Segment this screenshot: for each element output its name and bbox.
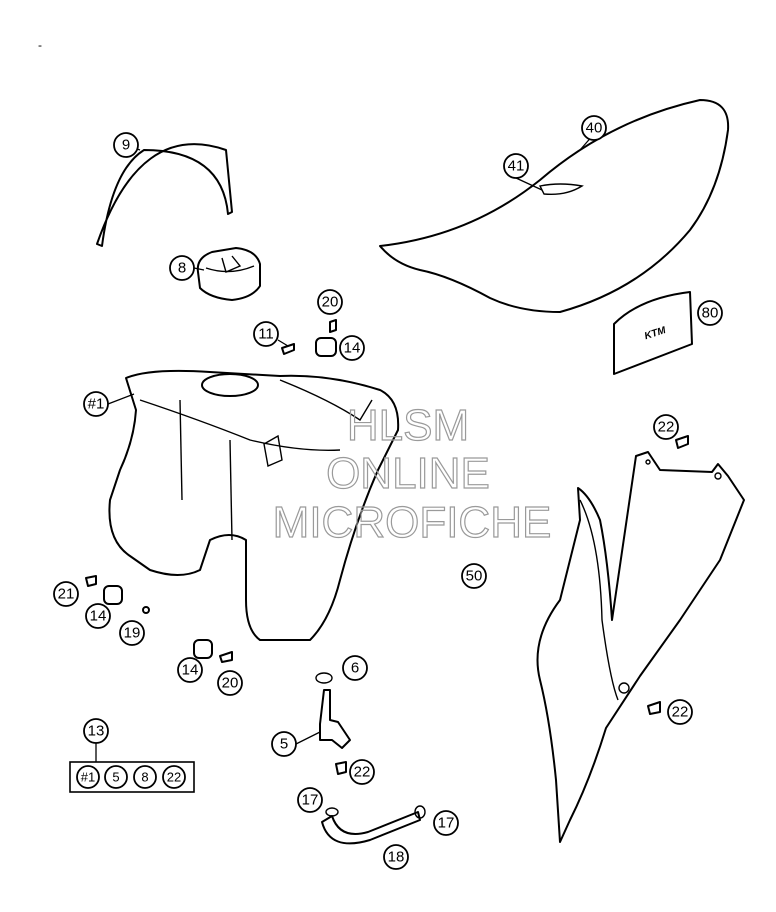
callout-22-tap-label: 22 <box>354 764 371 781</box>
fuel-hose <box>321 805 426 845</box>
seat-bracket-41 <box>538 183 584 196</box>
callout-20-lower: 20 <box>217 670 243 696</box>
fuel-tap-assembly <box>315 672 351 775</box>
callout-17-left-label: 17 <box>302 792 319 809</box>
callout-17-right: 17 <box>433 810 459 836</box>
kit-item-1: #1 <box>76 765 100 789</box>
callout-22-panel: 22 <box>667 699 693 725</box>
callout-6-label: 6 <box>351 660 359 677</box>
callout-1: #1 <box>83 391 109 417</box>
corner-marker: - <box>38 38 42 52</box>
callout-11-label: 11 <box>258 326 274 343</box>
callout-41: 41 <box>503 153 529 179</box>
callout-14-lower: 14 <box>177 657 203 683</box>
callout-14-top-label: 14 <box>344 340 361 357</box>
watermark-line-3: MICROFICHE <box>273 498 552 547</box>
spacer-hardware-left <box>85 575 150 614</box>
callout-20-top-label: 20 <box>322 294 339 311</box>
kit-item-5: 5 <box>104 765 128 789</box>
callout-18: 18 <box>383 844 409 870</box>
tank-mount-hardware <box>281 319 337 357</box>
callout-20-top: 20 <box>317 289 343 315</box>
watermark-line-1: HLSM <box>347 401 469 450</box>
kit-item-8: 8 <box>133 765 157 789</box>
kit-item-1-label: #1 <box>81 770 95 785</box>
watermark: HLSM ONLINE MICROFICHE <box>272 400 552 547</box>
fuel-tank <box>108 369 400 641</box>
callout-14-left-label: 14 <box>90 608 107 625</box>
callout-5: 5 <box>271 731 297 757</box>
callout-11: 11 <box>253 321 279 347</box>
callout-17-right-label: 17 <box>438 815 455 832</box>
vent-hose <box>96 143 233 247</box>
callout-22-top: 22 <box>653 414 679 440</box>
callout-17-left: 17 <box>297 787 323 813</box>
callout-8-label: 8 <box>178 260 186 277</box>
spacer-hardware-lower <box>193 639 233 663</box>
callout-41-label: 41 <box>508 158 525 175</box>
callout-40: 40 <box>581 115 607 141</box>
callout-80-label: 80 <box>702 305 719 322</box>
callout-13-label: 13 <box>88 723 105 740</box>
callout-6: 6 <box>342 655 368 681</box>
callout-14-lower-label: 14 <box>182 662 199 679</box>
callout-5-label: 5 <box>280 736 288 753</box>
callout-40-label: 40 <box>586 120 603 137</box>
callout-19: 19 <box>119 620 145 646</box>
callout-21-label: 21 <box>58 586 75 603</box>
callout-20-lower-label: 20 <box>222 675 239 692</box>
callout-22-panel-label: 22 <box>672 704 689 721</box>
callout-1-label: #1 <box>88 396 105 413</box>
kit-item-22: 22 <box>162 765 186 789</box>
callout-14-left: 14 <box>85 603 111 629</box>
callout-19-label: 19 <box>124 625 141 642</box>
callout-22-top-label: 22 <box>658 419 675 436</box>
callout-50-label: 50 <box>466 568 483 585</box>
seat <box>379 99 730 313</box>
callout-50: 50 <box>461 563 487 589</box>
side-panel <box>536 435 745 843</box>
callout-22-tap: 22 <box>349 759 375 785</box>
watermark-line-2: ONLINE <box>326 449 490 498</box>
callout-18-label: 18 <box>388 849 405 866</box>
callout-14-top: 14 <box>339 335 365 361</box>
callout-80: 80 <box>697 300 723 326</box>
fuel-cap <box>196 247 261 301</box>
tank-decal: KTM <box>613 291 693 375</box>
callout-9-label: 9 <box>122 137 130 154</box>
kit-item-8-label: 8 <box>141 770 148 785</box>
callout-13: 13 <box>83 718 109 744</box>
callout-21: 21 <box>53 581 79 607</box>
callout-9: 9 <box>113 132 139 158</box>
callout-8: 8 <box>169 255 195 281</box>
kit-item-22-label: 22 <box>167 770 181 785</box>
kit-item-5-label: 5 <box>112 770 119 785</box>
